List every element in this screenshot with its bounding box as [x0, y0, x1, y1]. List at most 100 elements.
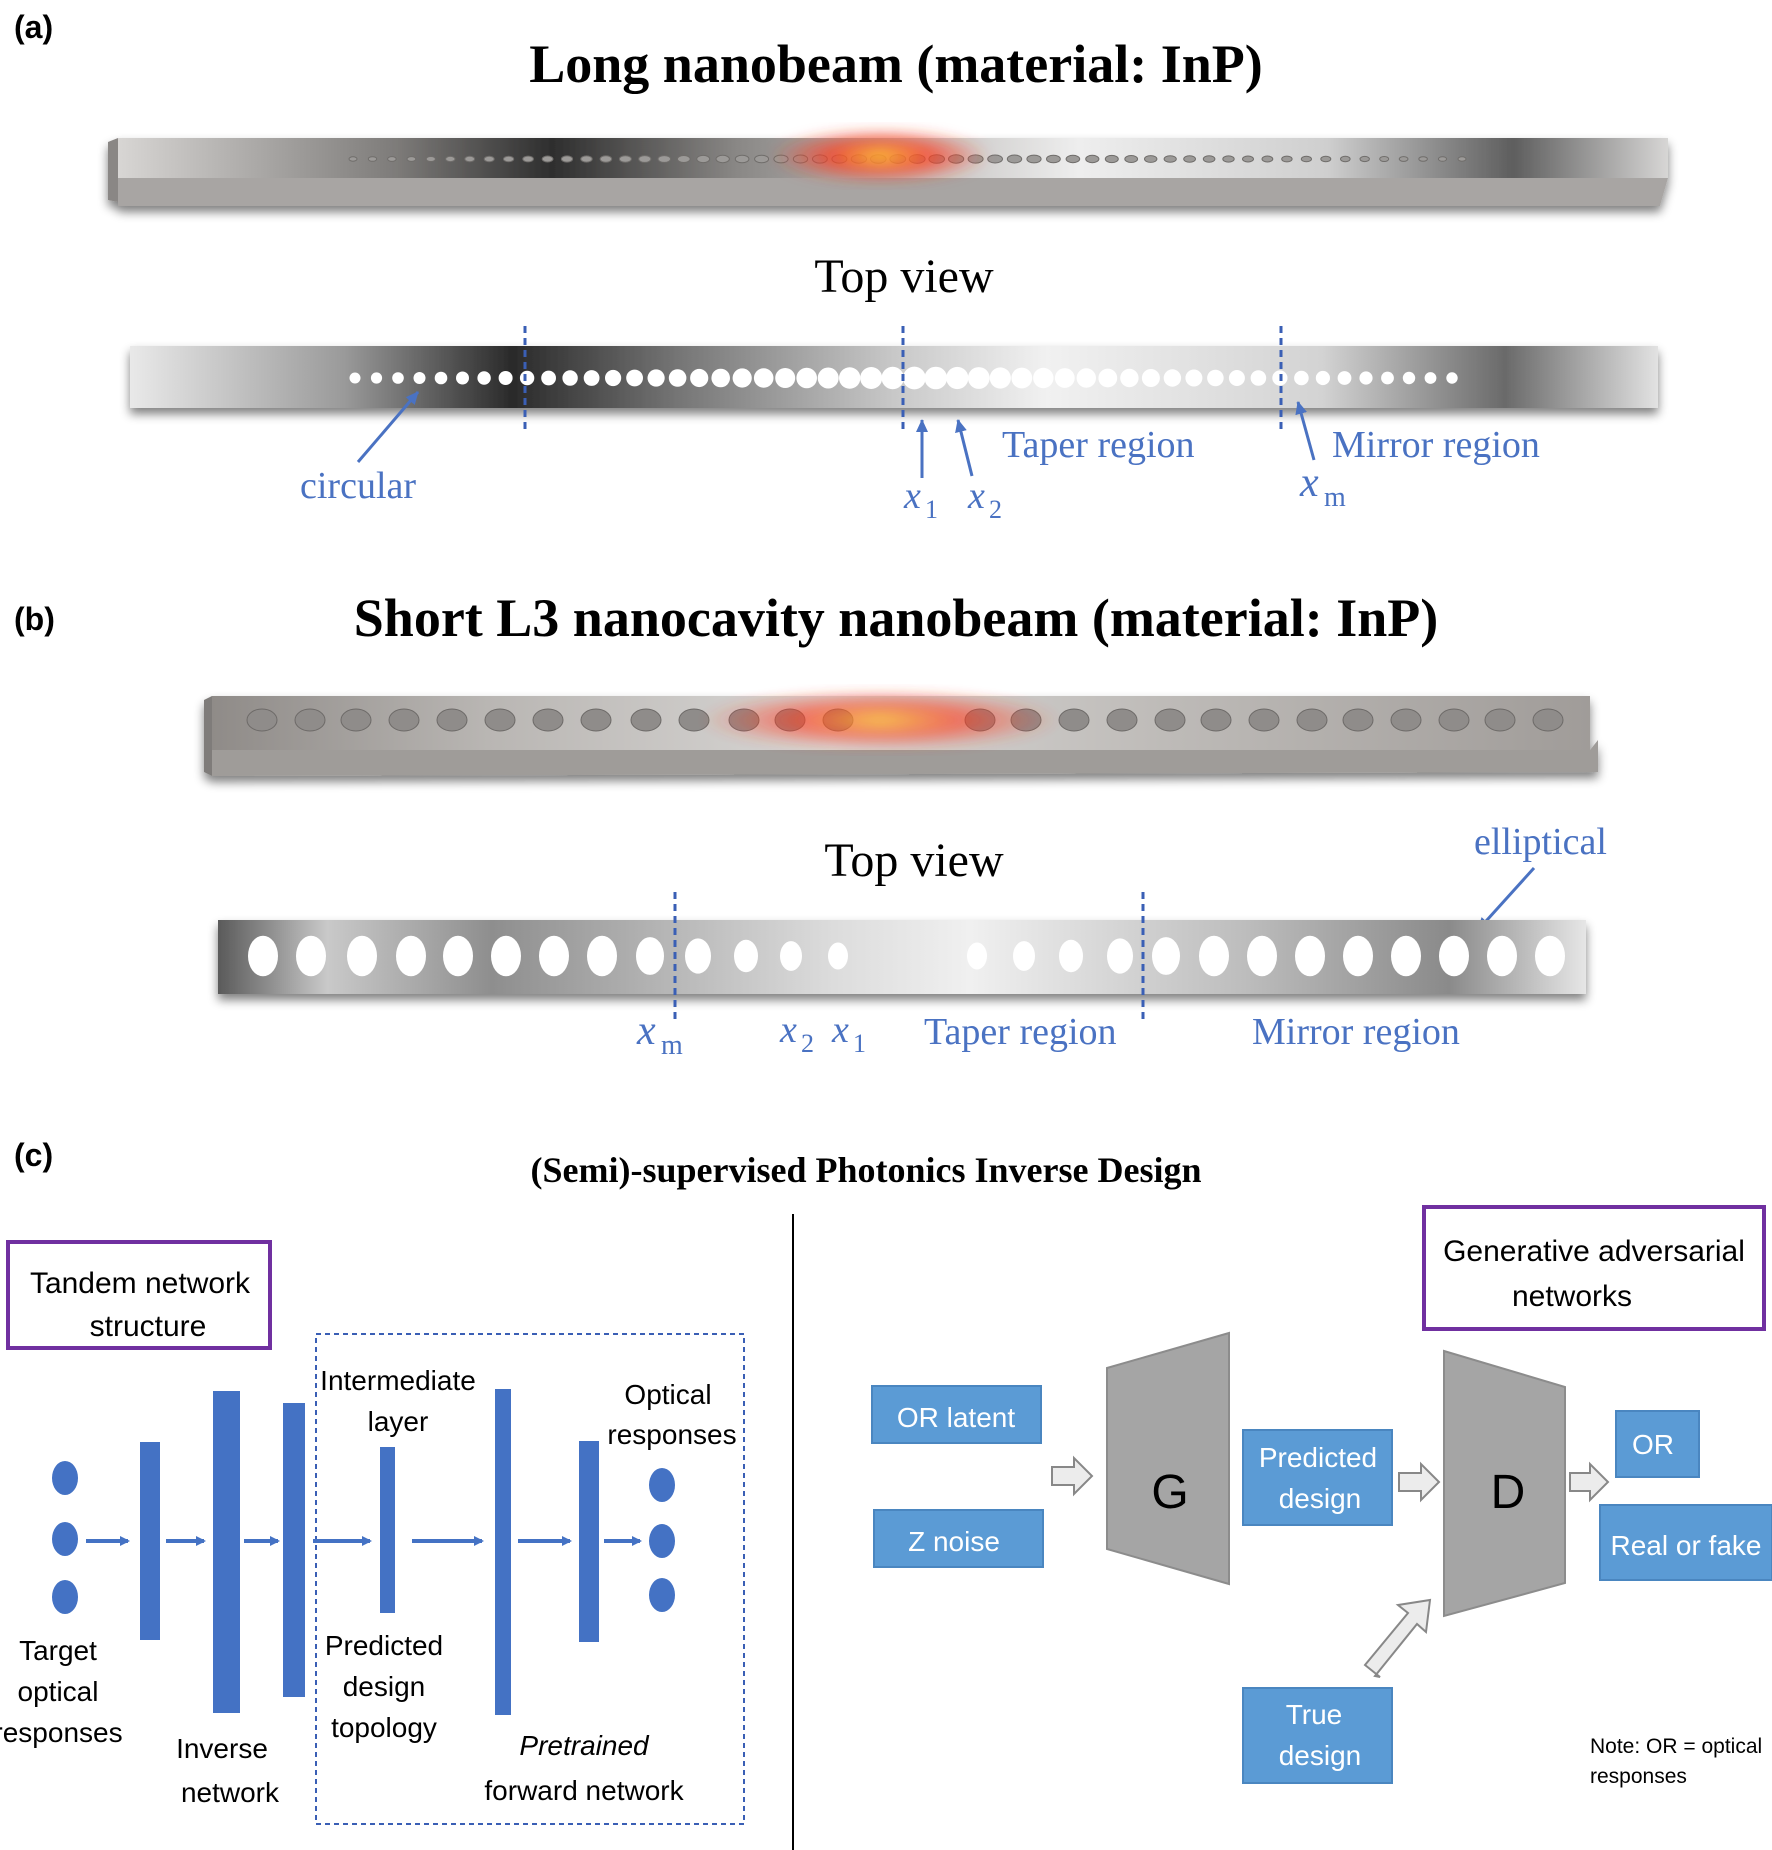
nanobeam-hole	[1320, 155, 1332, 163]
svg-text:x: x	[967, 475, 985, 517]
output-node-2	[649, 1524, 675, 1558]
panel-a-top-view-label: Top view	[814, 250, 994, 303]
nanobeam-hole	[1340, 155, 1351, 163]
nanobeam-a-top-view	[130, 346, 1658, 408]
nanobeam-hole	[1152, 937, 1180, 975]
z-noise-box: Z noise	[873, 1509, 1044, 1568]
nanobeam-hole	[1222, 155, 1235, 163]
nanobeam-hole	[1207, 369, 1224, 387]
nanobeam-hole	[1487, 935, 1517, 977]
label-taper-region-b: Taper region	[924, 1011, 1117, 1053]
inverse-label-2: network	[181, 1777, 280, 1808]
nanobeam-hole	[443, 935, 473, 977]
or-latent-label: OR latent	[897, 1402, 1015, 1433]
nanobeam-hole	[413, 372, 426, 384]
nanobeam-hole	[477, 371, 491, 385]
nanobeam-hole	[349, 372, 361, 384]
nanobeam-hole	[392, 372, 404, 384]
nanobeam-hole	[1438, 708, 1470, 732]
nanobeam-hole	[541, 370, 556, 386]
nanobeam-hole	[1457, 156, 1467, 162]
nanobeam-hole	[1337, 371, 1352, 385]
gan-label-line2: networks	[1512, 1280, 1632, 1313]
nanobeam-hole	[1294, 370, 1309, 386]
note-line2: responses	[1590, 1765, 1687, 1788]
true-design-label-1: True	[1286, 1699, 1343, 1730]
nanobeam-hole	[484, 708, 516, 732]
forward-network-label: forward network	[484, 1775, 684, 1806]
nanobeam-hole	[1107, 938, 1133, 974]
svg-text:1: 1	[853, 1029, 866, 1058]
label-xm-b: x m	[636, 1008, 683, 1061]
nanobeam-hole	[732, 368, 752, 388]
nanobeam-hole	[668, 369, 687, 387]
nanobeam-hole	[605, 369, 622, 387]
forward-layer-2	[579, 1441, 599, 1642]
nanobeam-hole	[436, 708, 468, 732]
nanobeam-hole	[583, 370, 600, 386]
intermediate-label-1: Intermediate	[320, 1365, 476, 1396]
real-or-fake-box: Real or fake	[1599, 1504, 1772, 1581]
nanobeam-hole	[1026, 154, 1042, 164]
nanobeam-hole	[1379, 156, 1390, 162]
svg-text:m: m	[1324, 482, 1346, 513]
nanobeam-hole	[1390, 708, 1422, 732]
nanobeam-hole	[1076, 368, 1097, 388]
nanobeam-hole	[1296, 708, 1328, 732]
nanobeam-hole	[696, 154, 711, 164]
predicted-topology-label-1: Predicted	[325, 1630, 443, 1661]
nanobeam-hole	[1163, 155, 1177, 163]
generator-label: G	[1151, 1466, 1188, 1519]
inverse-layer-2	[213, 1391, 240, 1713]
nanobeam-hole	[775, 368, 796, 388]
nanobeam-b-top-view	[218, 920, 1586, 994]
nanobeam-hole	[296, 935, 326, 977]
nanobeam-hole	[246, 708, 278, 732]
svg-text:x: x	[903, 475, 921, 517]
label-mirror-region-b: Mirror region	[1252, 1011, 1460, 1053]
nanobeam-hole	[1446, 372, 1458, 384]
arrow-elliptical	[1476, 866, 1536, 932]
predicted-design-label-2: design	[1279, 1483, 1362, 1514]
nanobeam-hole	[881, 366, 904, 390]
nanobeam-hole	[503, 155, 515, 163]
nanobeam-hole	[456, 371, 469, 385]
output-node-1	[649, 1468, 675, 1502]
panel-c-letter: (c)	[14, 1137, 53, 1173]
nanobeam-hole	[1359, 371, 1373, 385]
predicted-topology-label-3: topology	[331, 1712, 437, 1743]
intermediate-label-2: layer	[368, 1406, 429, 1437]
nanobeam-hole	[946, 366, 969, 390]
nanobeam-hole	[1013, 941, 1035, 971]
label-x1-a: x 1	[903, 475, 938, 524]
nanobeam-hole	[817, 367, 839, 389]
input-node-3	[52, 1580, 78, 1614]
panel-b-letter: (b)	[14, 601, 55, 637]
target-label-3: responses	[0, 1717, 123, 1748]
nanobeam-hole	[1006, 154, 1023, 164]
discriminator-label: D	[1491, 1466, 1526, 1519]
arrow-circular	[356, 391, 420, 463]
nanobeam-hole	[1200, 708, 1232, 732]
nanobeam-hole	[967, 942, 987, 970]
svg-text:x: x	[831, 1009, 849, 1051]
inverse-layer-3	[283, 1403, 305, 1697]
output-node-3	[649, 1578, 675, 1612]
nanobeam-hole	[1098, 368, 1118, 388]
nanobeam-hole	[580, 155, 593, 163]
nanobeam-hole	[1202, 155, 1216, 163]
arrow-x2-a	[955, 419, 974, 477]
nanobeam-hole	[522, 155, 534, 163]
nanobeam-hole	[1054, 368, 1075, 388]
tandem-network-box	[6, 1240, 272, 1350]
nanobeam-hole	[902, 366, 926, 390]
nanobeam-hole	[796, 367, 817, 389]
nanobeam-hole	[370, 372, 383, 384]
nanobeam-a-top-holes	[349, 366, 1458, 390]
nanobeam-hole	[425, 156, 436, 162]
panel-b-top-view-label: Top view	[824, 834, 1004, 887]
nanobeam-hole	[1058, 708, 1090, 732]
nanobeam-hole	[647, 369, 665, 387]
nanobeam-hole	[1141, 369, 1160, 387]
